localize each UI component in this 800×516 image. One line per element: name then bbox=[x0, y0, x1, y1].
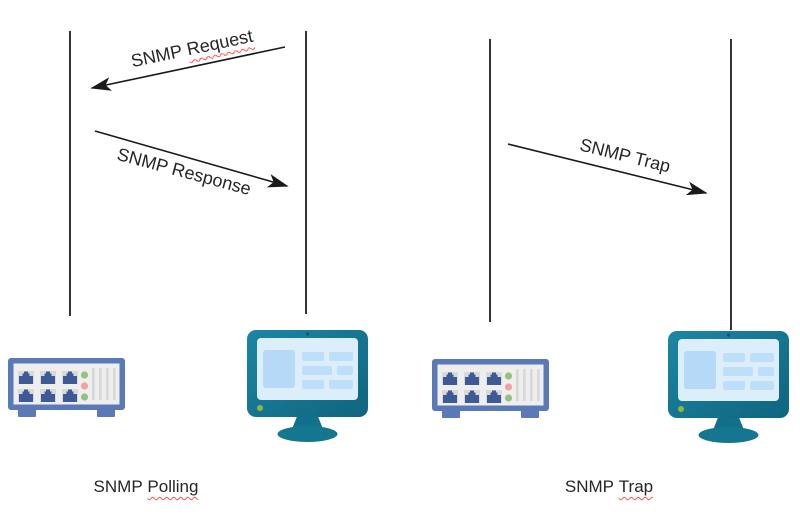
snmp-trap-arrow bbox=[507, 143, 708, 196]
polling-caption-prefix: SNMP bbox=[93, 477, 143, 496]
monitor-icon bbox=[247, 330, 368, 448]
snmp-request-arrow bbox=[90, 46, 286, 91]
trap-caption-flagged: Trap bbox=[618, 477, 654, 496]
monitor-icon bbox=[668, 331, 789, 449]
snmp-response-arrow bbox=[94, 130, 289, 188]
network-switch-icon bbox=[432, 359, 549, 423]
network-switch-icon bbox=[8, 358, 125, 422]
polling-caption-flagged: Polling bbox=[147, 477, 199, 496]
trap-caption-prefix: SNMP bbox=[564, 477, 615, 496]
